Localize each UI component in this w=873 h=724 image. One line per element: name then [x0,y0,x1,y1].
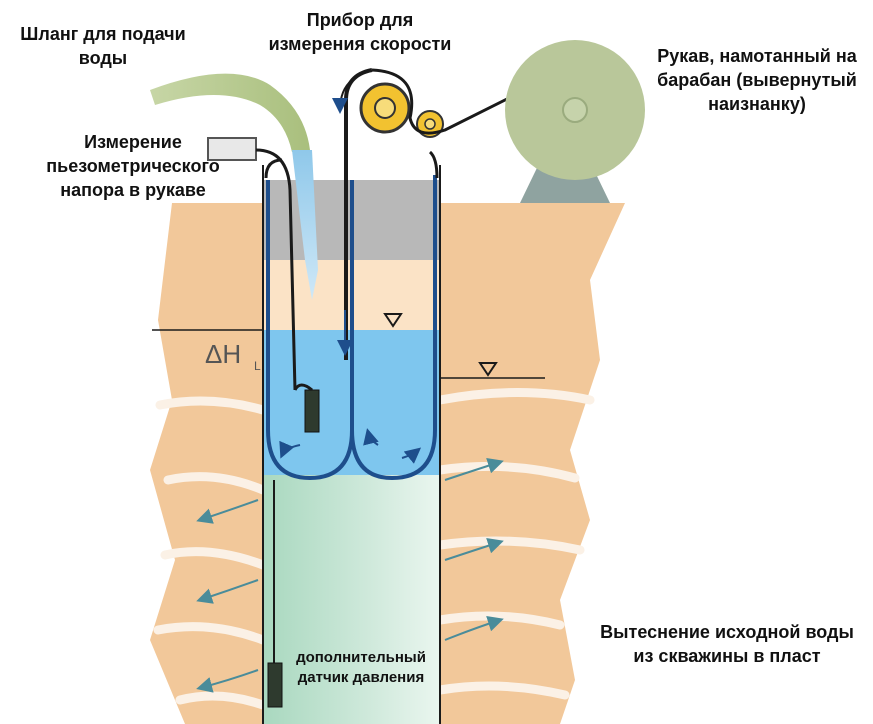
soil-left [150,203,263,724]
label-speed-meter: Прибор для измерения скорости [248,8,472,56]
label-extra-sensor: дополнительный датчик давления [284,648,438,688]
extra-pressure-sensor [268,663,282,707]
label-piezometric: Измерение пьезометрического напора в рук… [28,130,238,202]
delta-h-label: ΔH [205,339,241,369]
label-water-hose: Шланг для подачи воды [8,22,198,70]
label-sleeve-drum: Рукав, намотанный на барабан (вывернутый… [643,44,871,116]
pressure-sensor-upper [305,390,319,432]
svg-text:L: L [254,359,261,373]
label-displacement: Вытеснение исходной воды из скважины в п… [584,620,870,668]
